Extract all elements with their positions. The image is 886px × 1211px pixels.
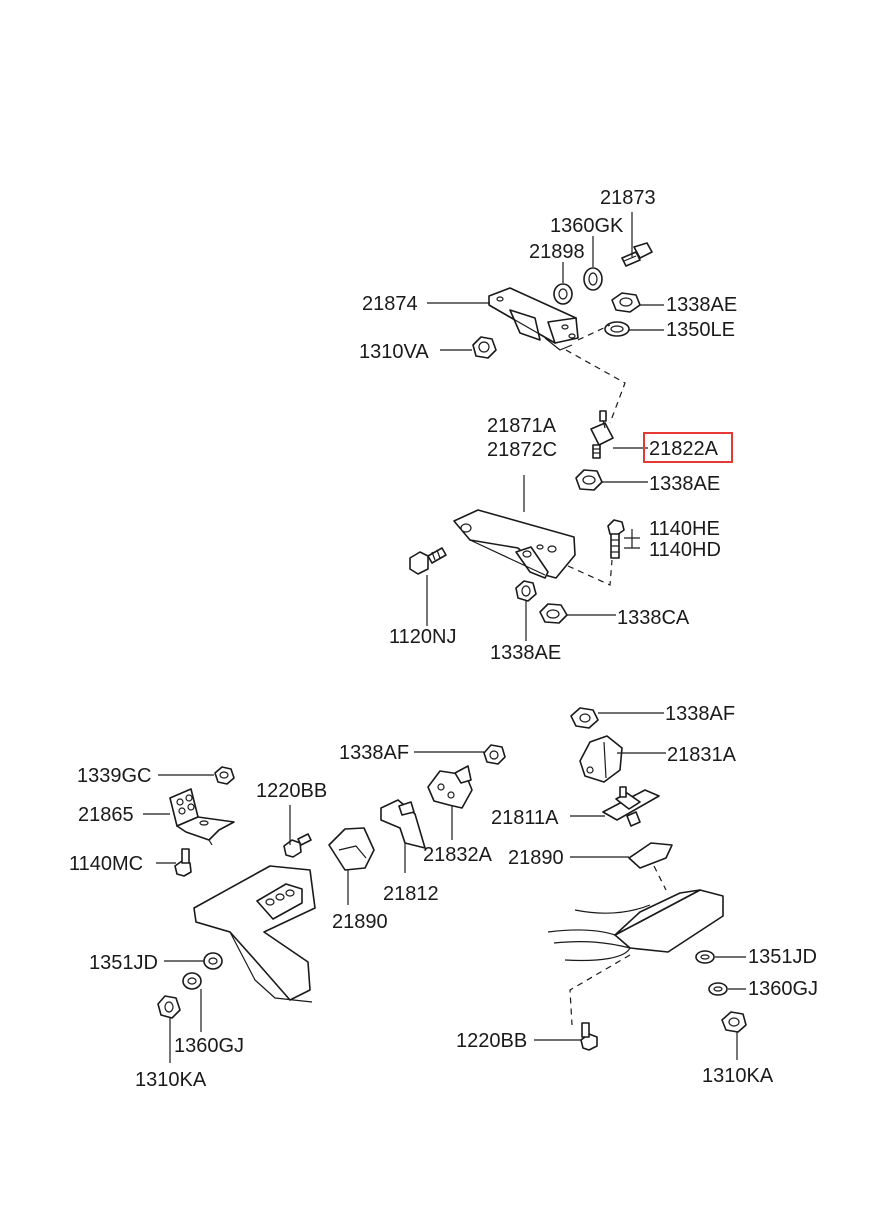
nut-1339gc-drawing xyxy=(214,766,235,785)
label-1140he: 1140HE xyxy=(649,518,720,540)
label-21822a[interactable]: 21822A xyxy=(649,438,719,460)
lower-left-group xyxy=(143,744,506,1063)
nut-1338af-left-drawing xyxy=(483,744,506,765)
bolt-1140mc-drawing xyxy=(174,848,192,877)
nut-1338ae-low-drawing xyxy=(515,580,537,602)
label-21832a: 21832A xyxy=(423,844,493,866)
bolt-1140he-drawing xyxy=(607,519,625,559)
nut-1310ka-right-drawing xyxy=(721,1011,747,1033)
bolt-21873-drawing xyxy=(621,242,653,267)
label-1220bb-left: 1220BB xyxy=(256,780,327,802)
frame-rail-right-drawing xyxy=(547,889,724,962)
washer-1360gj-left-drawing xyxy=(182,972,202,990)
bracket-21811a-drawing xyxy=(602,786,660,827)
lower-right-group xyxy=(534,707,747,1060)
label-1140mc: 1140MC xyxy=(69,853,143,875)
label-21890-right: 21890 xyxy=(508,847,564,869)
highlight-box-21822a xyxy=(643,432,733,463)
label-1338af-right: 1338AF xyxy=(665,703,735,725)
bracket-21812-drawing xyxy=(380,799,426,849)
label-21831a: 21831A xyxy=(667,744,737,766)
label-21898: 21898 xyxy=(529,241,585,263)
pad-21890-right-drawing xyxy=(628,842,673,869)
label-1350le: 1350LE xyxy=(666,319,735,341)
label-1220bb-right: 1220BB xyxy=(456,1030,527,1052)
label-1338ae-upper: 1338AE xyxy=(666,294,737,316)
label-21811a: 21811A xyxy=(491,807,559,829)
bolt-1220bb-left-drawing xyxy=(283,833,312,858)
label-1360gj-left: 1360GJ xyxy=(174,1035,244,1057)
label-1339gc: 1339GC xyxy=(77,765,152,787)
bracket-21832a-drawing xyxy=(427,765,473,809)
bolt-1220bb-right-drawing xyxy=(580,1022,598,1051)
stud-21822a-drawing xyxy=(590,410,614,459)
bracket-21865-drawing xyxy=(169,788,235,846)
nut-1338af-right-drawing xyxy=(570,707,599,729)
bracket-21871a-drawing xyxy=(453,509,576,579)
label-21874: 21874 xyxy=(362,293,418,315)
label-21871a: 21871A xyxy=(487,415,557,437)
washer-1360gk-drawing xyxy=(583,267,603,291)
label-21812: 21812 xyxy=(383,883,439,905)
label-1310va: 1310VA xyxy=(359,341,429,363)
bolt-1120nj-drawing xyxy=(409,547,447,575)
label-1338ae-mid: 1338AE xyxy=(649,473,720,495)
label-1310ka-left: 1310KA xyxy=(135,1069,207,1091)
nut-1338ae-mid-drawing xyxy=(575,469,603,491)
part-number-labels: 21873 1360GK 21898 21874 1338AE 1350LE 1… xyxy=(69,187,818,1091)
label-1120nj: 1120NJ xyxy=(389,626,456,648)
nut-1310ka-left-drawing xyxy=(157,995,181,1019)
label-21890-left: 21890 xyxy=(332,911,388,933)
label-21865: 21865 xyxy=(78,804,134,826)
bracket-21831a-drawing xyxy=(579,735,623,783)
bracket-21874-drawing xyxy=(488,287,579,351)
label-1338ca: 1338CA xyxy=(617,607,690,629)
washer-1350le-drawing xyxy=(604,321,630,337)
label-21872c: 21872C xyxy=(487,439,557,461)
label-1338af-left: 1338AF xyxy=(339,742,409,764)
washer-1351jd-left-drawing xyxy=(203,952,223,970)
label-1351jd-right: 1351JD xyxy=(748,946,817,968)
nut-1310va-drawing xyxy=(472,336,497,359)
label-21873: 21873 xyxy=(600,187,656,209)
nut-1338ae-upper-drawing xyxy=(611,292,641,313)
nut-1338ca-drawing xyxy=(539,603,568,624)
frame-rail-left-drawing xyxy=(193,865,316,1003)
pad-21890-left-drawing xyxy=(328,827,375,871)
label-1360gj-right: 1360GJ xyxy=(748,978,818,1000)
label-1338ae-low: 1338AE xyxy=(490,642,561,664)
upper-mount-group xyxy=(427,212,664,424)
label-1351jd-left: 1351JD xyxy=(89,952,158,974)
label-1140hd: 1140HD xyxy=(649,539,721,561)
label-1360gk: 1360GK xyxy=(550,215,624,237)
washer-1351jd-right-drawing xyxy=(695,950,715,964)
middle-mount-group xyxy=(409,410,648,641)
label-1310ka-right: 1310KA xyxy=(702,1065,774,1087)
washer-1360gj-right-drawing xyxy=(708,982,728,996)
washer-21898-drawing xyxy=(553,283,573,305)
